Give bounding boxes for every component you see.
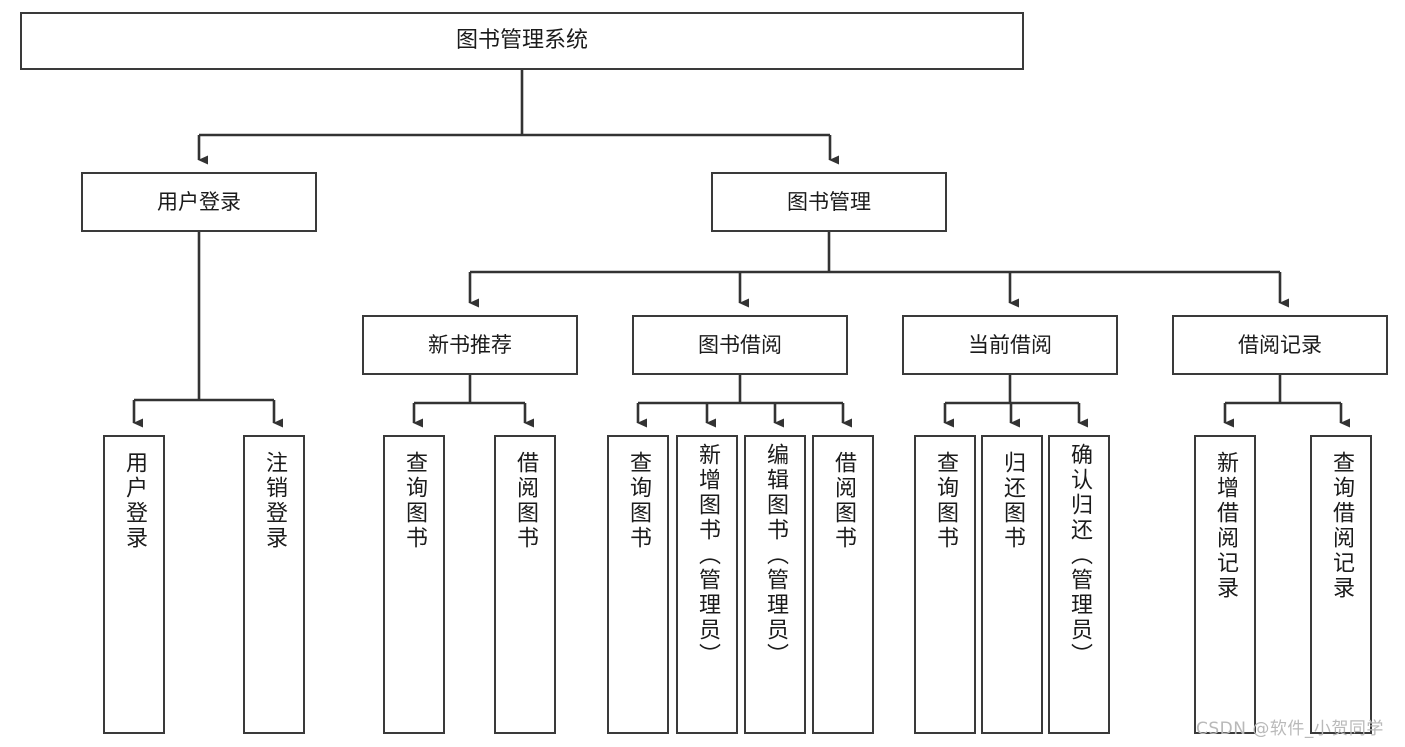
leaf-book-borrow-edit[interactable]: 编辑图书（管理员） xyxy=(744,435,806,734)
node-current-borrow[interactable]: 当前借阅 xyxy=(902,315,1118,375)
leaf-user-login-login[interactable]: 用户登录 xyxy=(103,435,165,734)
node-label: 新增借阅记录 xyxy=(1213,451,1238,601)
leaf-current-borrow-return[interactable]: 归还图书 xyxy=(981,435,1043,734)
node-label: 图书管理 xyxy=(787,189,871,214)
node-label: 当前借阅 xyxy=(968,332,1052,357)
leaf-new-book-query[interactable]: 查询图书 xyxy=(383,435,445,734)
node-label: 新书推荐 xyxy=(428,332,512,357)
node-borrow-record[interactable]: 借阅记录 xyxy=(1172,315,1388,375)
leaf-current-borrow-confirm-return[interactable]: 确认归还（管理员） xyxy=(1048,435,1110,734)
node-label: 用户登录 xyxy=(122,451,147,551)
node-root-system[interactable]: 图书管理系统 xyxy=(20,12,1024,70)
node-label: 用户登录 xyxy=(157,189,241,214)
node-label: 查询图书 xyxy=(933,451,958,551)
leaf-book-borrow-borrow[interactable]: 借阅图书 xyxy=(812,435,874,734)
node-label: 借阅图书 xyxy=(831,451,856,551)
node-label: 注销登录 xyxy=(262,451,287,551)
csdn-watermark: CSDN @软件_小贺同学 xyxy=(1196,719,1384,739)
node-book-borrow[interactable]: 图书借阅 xyxy=(632,315,848,375)
node-label: 编辑图书（管理员） xyxy=(763,443,788,668)
node-label: 图书借阅 xyxy=(698,332,782,357)
leaf-borrow-record-query[interactable]: 查询借阅记录 xyxy=(1310,435,1372,734)
node-label: 确认归还（管理员） xyxy=(1067,443,1092,668)
node-label: 新增图书（管理员） xyxy=(695,443,720,668)
leaf-current-borrow-query[interactable]: 查询图书 xyxy=(914,435,976,734)
node-label: 查询图书 xyxy=(626,451,651,551)
node-label: 归还图书 xyxy=(1000,451,1025,551)
leaf-new-book-borrow[interactable]: 借阅图书 xyxy=(494,435,556,734)
node-label: 查询借阅记录 xyxy=(1329,451,1354,601)
node-label: 借阅图书 xyxy=(513,451,538,551)
node-new-book-recommend[interactable]: 新书推荐 xyxy=(362,315,578,375)
leaf-book-borrow-query[interactable]: 查询图书 xyxy=(607,435,669,734)
leaf-user-login-logout[interactable]: 注销登录 xyxy=(243,435,305,734)
node-label: 查询图书 xyxy=(402,451,427,551)
node-label: 图书管理系统 xyxy=(455,28,588,54)
node-label: 借阅记录 xyxy=(1238,332,1322,357)
leaf-borrow-record-add[interactable]: 新增借阅记录 xyxy=(1194,435,1256,734)
node-user-login[interactable]: 用户登录 xyxy=(81,172,317,232)
node-book-management[interactable]: 图书管理 xyxy=(711,172,947,232)
leaf-book-borrow-add[interactable]: 新增图书（管理员） xyxy=(676,435,738,734)
